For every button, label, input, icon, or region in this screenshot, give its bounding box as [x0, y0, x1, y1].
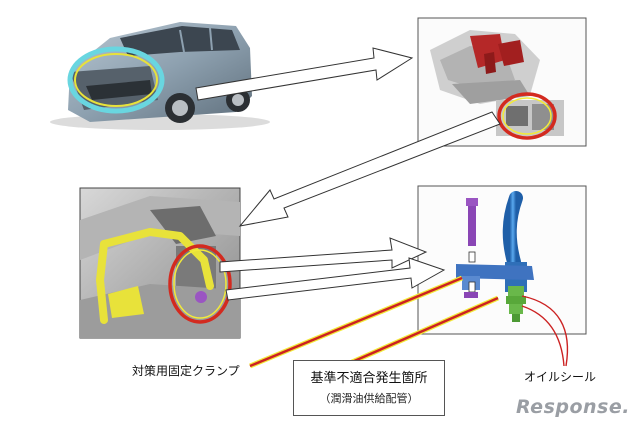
- defect-location-title: 基準不適合発生箇所: [310, 371, 428, 386]
- leader-lines: [249, 275, 569, 369]
- defect-location-subtitle: （潤滑油供給配管）: [319, 392, 419, 405]
- arrow-photo-to-detail-lower: [225, 257, 446, 301]
- arrow-photo-to-detail-upper: [219, 237, 428, 273]
- engine-bay-highlight: [67, 46, 165, 114]
- arrow-car-to-engine: [195, 47, 414, 101]
- arrow-engine-to-photo: [238, 111, 501, 227]
- clamp-area-highlight: [168, 244, 232, 324]
- response-logo: Response.: [516, 396, 630, 418]
- car-illustration: [50, 22, 270, 130]
- defect-location-box: 基準不適合発生箇所 （潤滑油供給配管）: [293, 360, 445, 416]
- flow-arrows: [195, 47, 501, 301]
- clamp-detail-illustration: [417, 185, 587, 335]
- clamp-label: 対策用固定クランプ: [132, 364, 240, 378]
- engine-illustration: [417, 17, 587, 147]
- installation-photo: [79, 187, 241, 339]
- turbo-area-highlight: [497, 92, 557, 140]
- oil-seal-label: オイルシール: [524, 370, 597, 384]
